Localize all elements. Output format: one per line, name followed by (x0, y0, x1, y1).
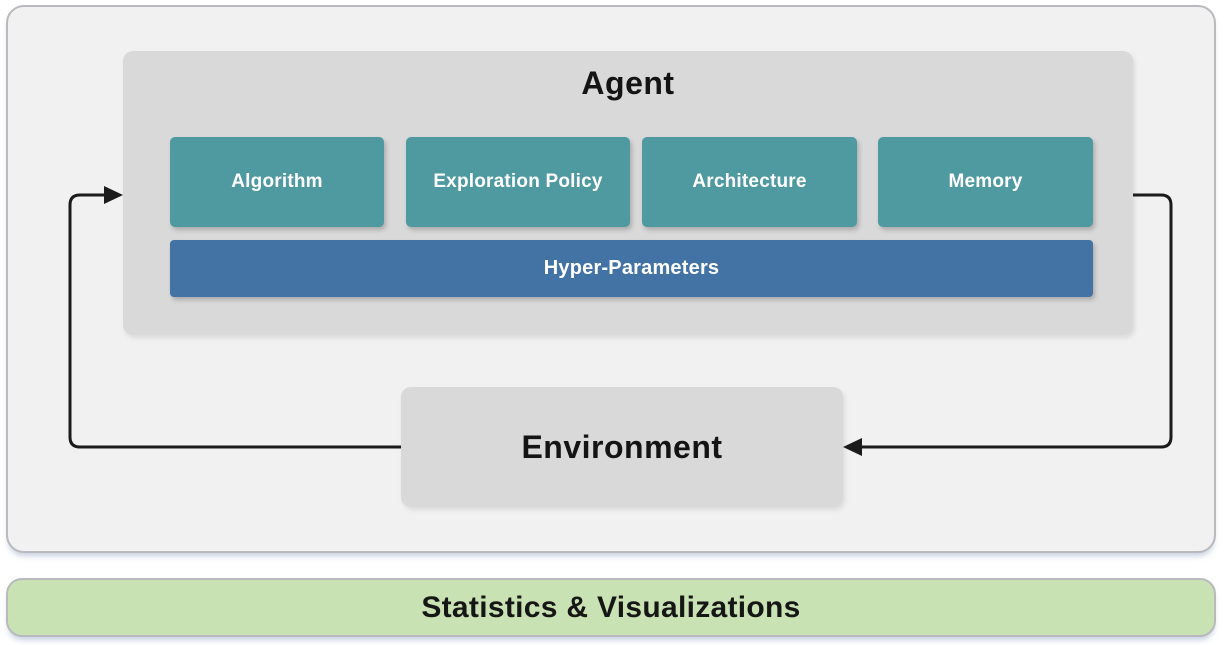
environment-title: Environment (521, 428, 723, 465)
hyper-parameters-bar: Hyper-Parameters (170, 240, 1093, 297)
agent-module-architecture: Architecture (642, 137, 857, 227)
agent-module-algorithm: Algorithm (170, 137, 384, 227)
agent-title: Agent (581, 65, 675, 101)
agent-module-memory: Memory (878, 137, 1093, 227)
agent-module-exploration-policy: Exploration Policy (406, 137, 630, 227)
environment-box: Environment (401, 387, 843, 507)
statistics-visualizations-label: Statistics & Visualizations (421, 590, 801, 624)
statistics-visualizations-bar: Statistics & Visualizations (6, 578, 1216, 637)
agent-box: Agent Algorithm Exploration Policy Archi… (123, 51, 1133, 335)
